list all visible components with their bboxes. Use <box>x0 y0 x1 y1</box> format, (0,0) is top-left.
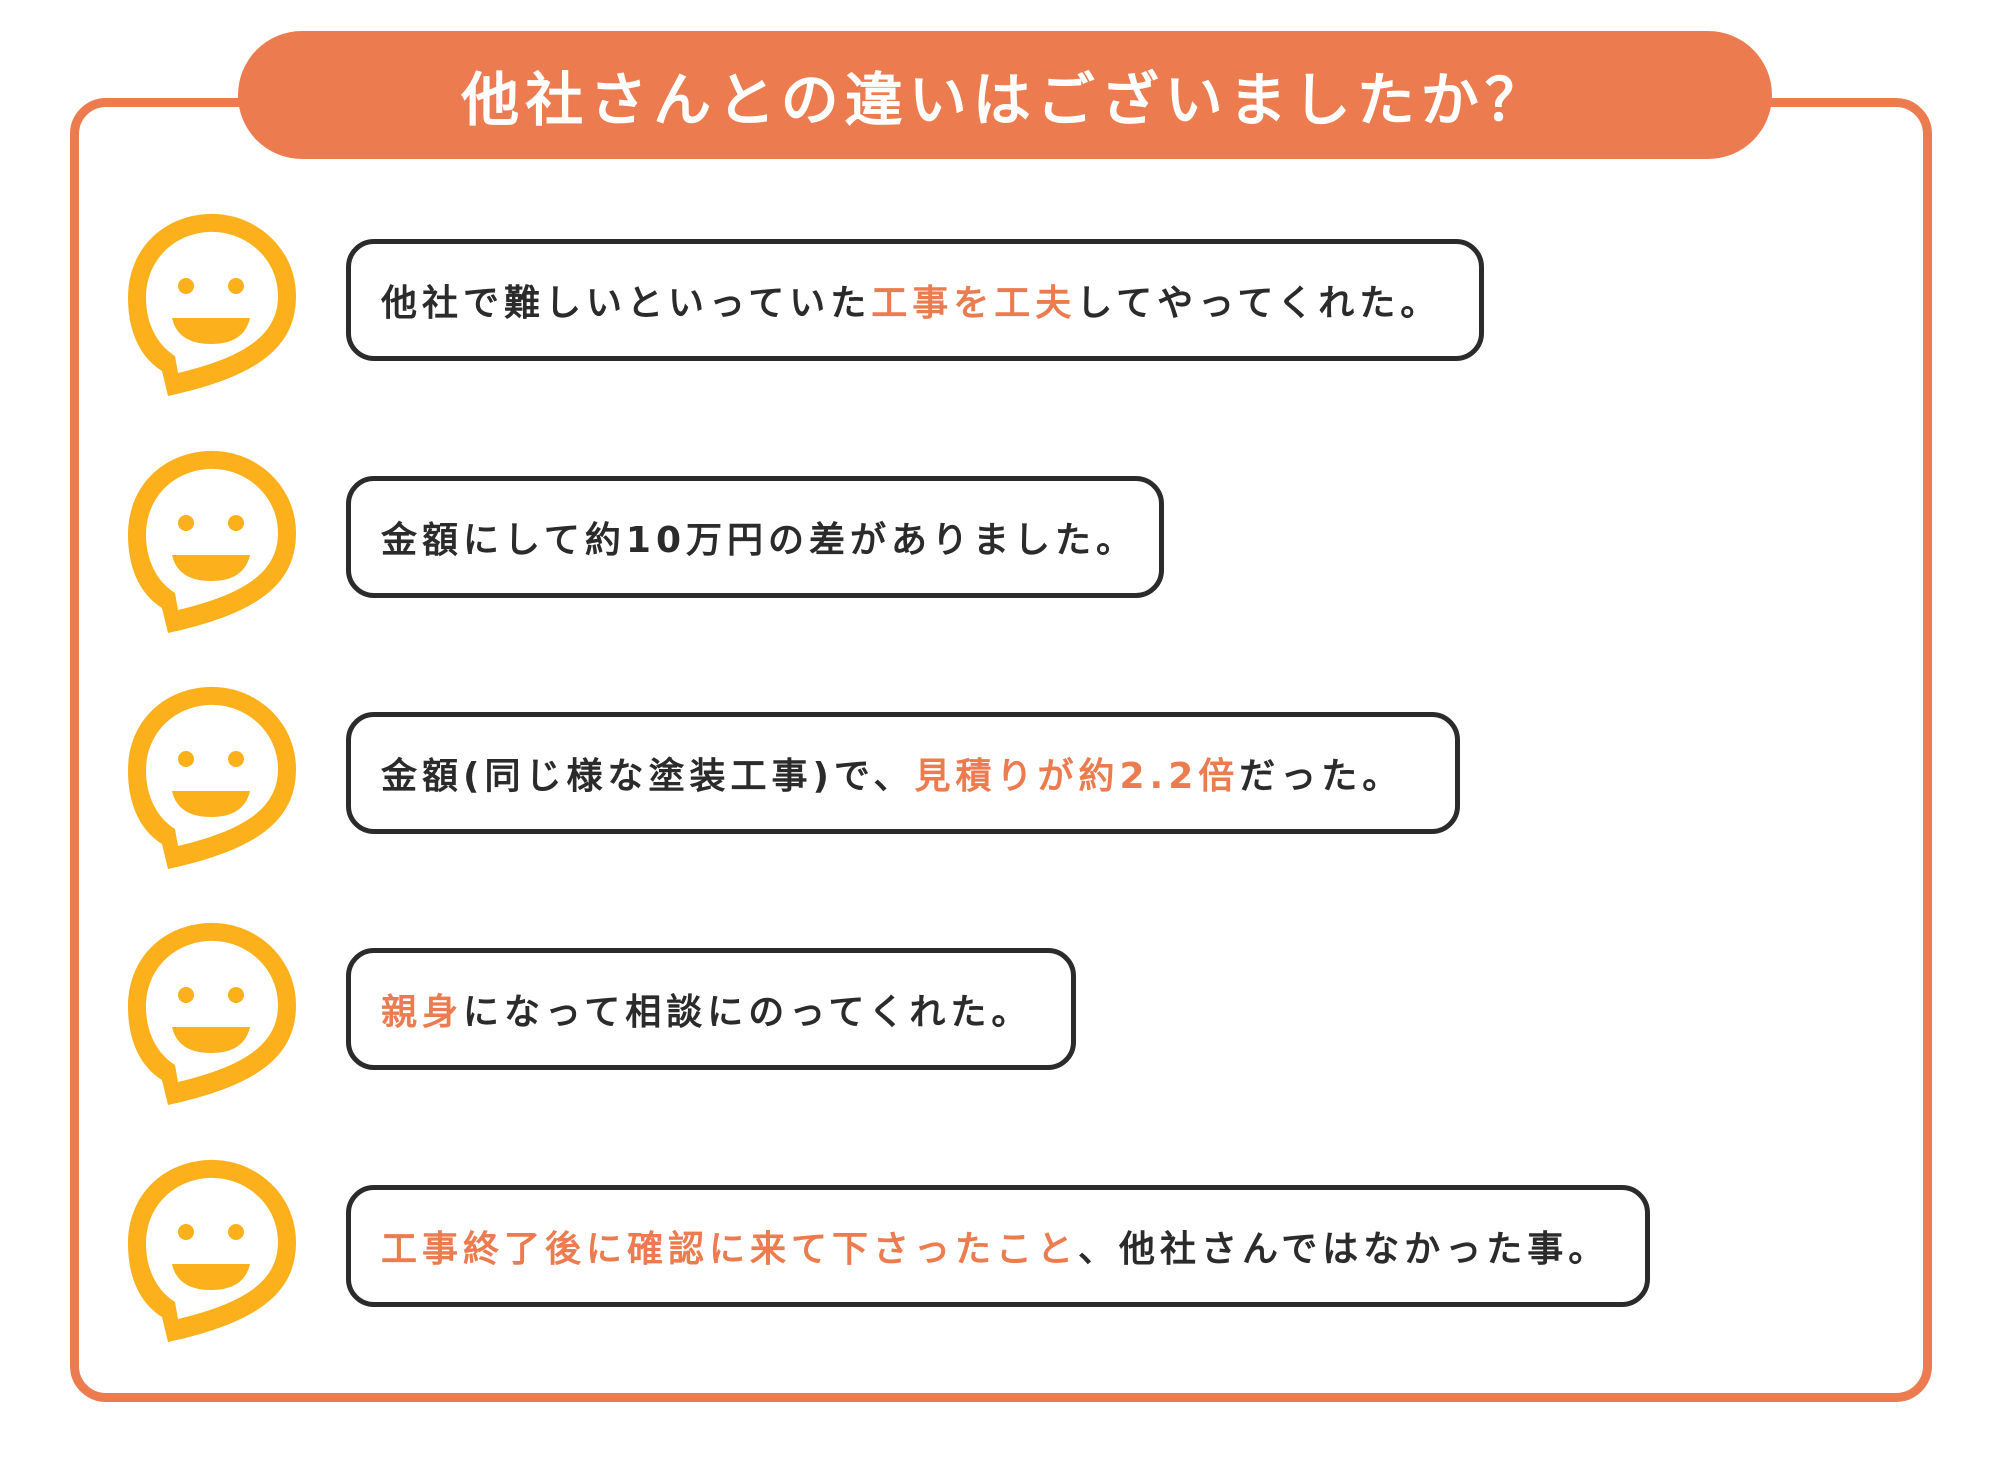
comment-row: 他社で難しいといっていた工事を工夫してやってくれた。 <box>0 206 2000 406</box>
comment-highlight: 工事終了後に確認に来て下さったこと <box>381 1229 1079 1270</box>
comment-bubble: 他社で難しいといっていた工事を工夫してやってくれた。 <box>346 239 1484 361</box>
smiley-speech-bubble-icon <box>128 1159 296 1342</box>
comment-text: してやってくれた。 <box>1076 283 1442 324</box>
comment-row: 親身になって相談にのってくれた。 <box>0 915 2000 1115</box>
title-banner: 他社さんとの違いはございましたか？ <box>238 31 1772 159</box>
comment-text: 、他社さんではなかった事。 <box>1078 1229 1610 1270</box>
comment-bubble: 金額にして約10万円の差がありました。 <box>346 476 1164 598</box>
comment-row: 金額(同じ様な塗装工事)で、見積りが約2.2倍だった。 <box>0 679 2000 879</box>
comment-highlight: 見積りが約2.2倍 <box>914 756 1240 797</box>
comment-bubble: 親身になって相談にのってくれた。 <box>346 948 1076 1070</box>
comment-text: 金額にして約10万円の差がありました。 <box>381 520 1138 561</box>
page-title: 他社さんとの違いはございましたか？ <box>461 66 1549 134</box>
comment-row: 金額にして約10万円の差がありました。 <box>0 443 2000 643</box>
comment-bubble: 工事終了後に確認に来て下さったこと、他社さんではなかった事。 <box>346 1185 1650 1307</box>
comment-highlight: 親身 <box>381 992 464 1033</box>
smiley-speech-bubble-icon <box>128 686 296 869</box>
comment-text: になって相談にのってくれた。 <box>463 992 1033 1033</box>
smiley-speech-bubble-icon <box>128 450 296 633</box>
smiley-speech-bubble-icon <box>128 922 296 1105</box>
comment-text: 金額(同じ様な塗装工事)で、 <box>381 756 915 797</box>
comment-text: 他社で難しいといっていた <box>381 283 872 324</box>
comment-bubble: 金額(同じ様な塗装工事)で、見積りが約2.2倍だった。 <box>346 712 1460 834</box>
comment-row: 工事終了後に確認に来て下さったこと、他社さんではなかった事。 <box>0 1152 2000 1352</box>
comment-text: だった。 <box>1239 756 1404 797</box>
comment-highlight: 工事を工夫 <box>871 283 1077 324</box>
smiley-speech-bubble-icon <box>128 213 296 396</box>
